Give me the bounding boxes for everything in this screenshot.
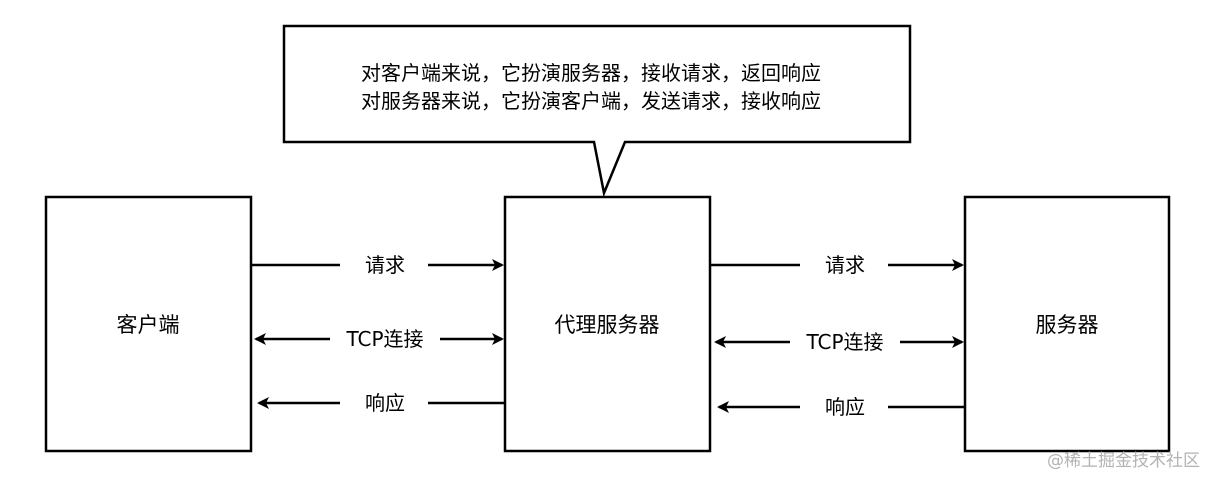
watermark: @稀土掘金技术社区 [1047, 451, 1200, 471]
left-tcp-label: TCP连接 [345, 327, 423, 351]
server-box [963, 195, 1171, 453]
right-request-label: 请求 [825, 253, 865, 277]
proxy-box [503, 195, 712, 453]
client-box [44, 195, 253, 453]
left-response-label: 响应 [365, 391, 405, 415]
callout-line-1: 对客户端来说，它扮演服务器，接收请求，返回响应 [361, 61, 821, 85]
client-label: 客户端 [117, 313, 180, 337]
server-label: 服务器 [1036, 313, 1099, 337]
left-request-label: 请求 [365, 253, 405, 277]
callout-bubble [282, 24, 912, 198]
proxy-label: 代理服务器 [555, 313, 660, 337]
right-response-label: 响应 [825, 395, 865, 419]
right-tcp-label: TCP连接 [805, 330, 883, 354]
callout-line-2: 对服务器来说，它扮演客户端，发送请求，接收响应 [361, 89, 821, 113]
